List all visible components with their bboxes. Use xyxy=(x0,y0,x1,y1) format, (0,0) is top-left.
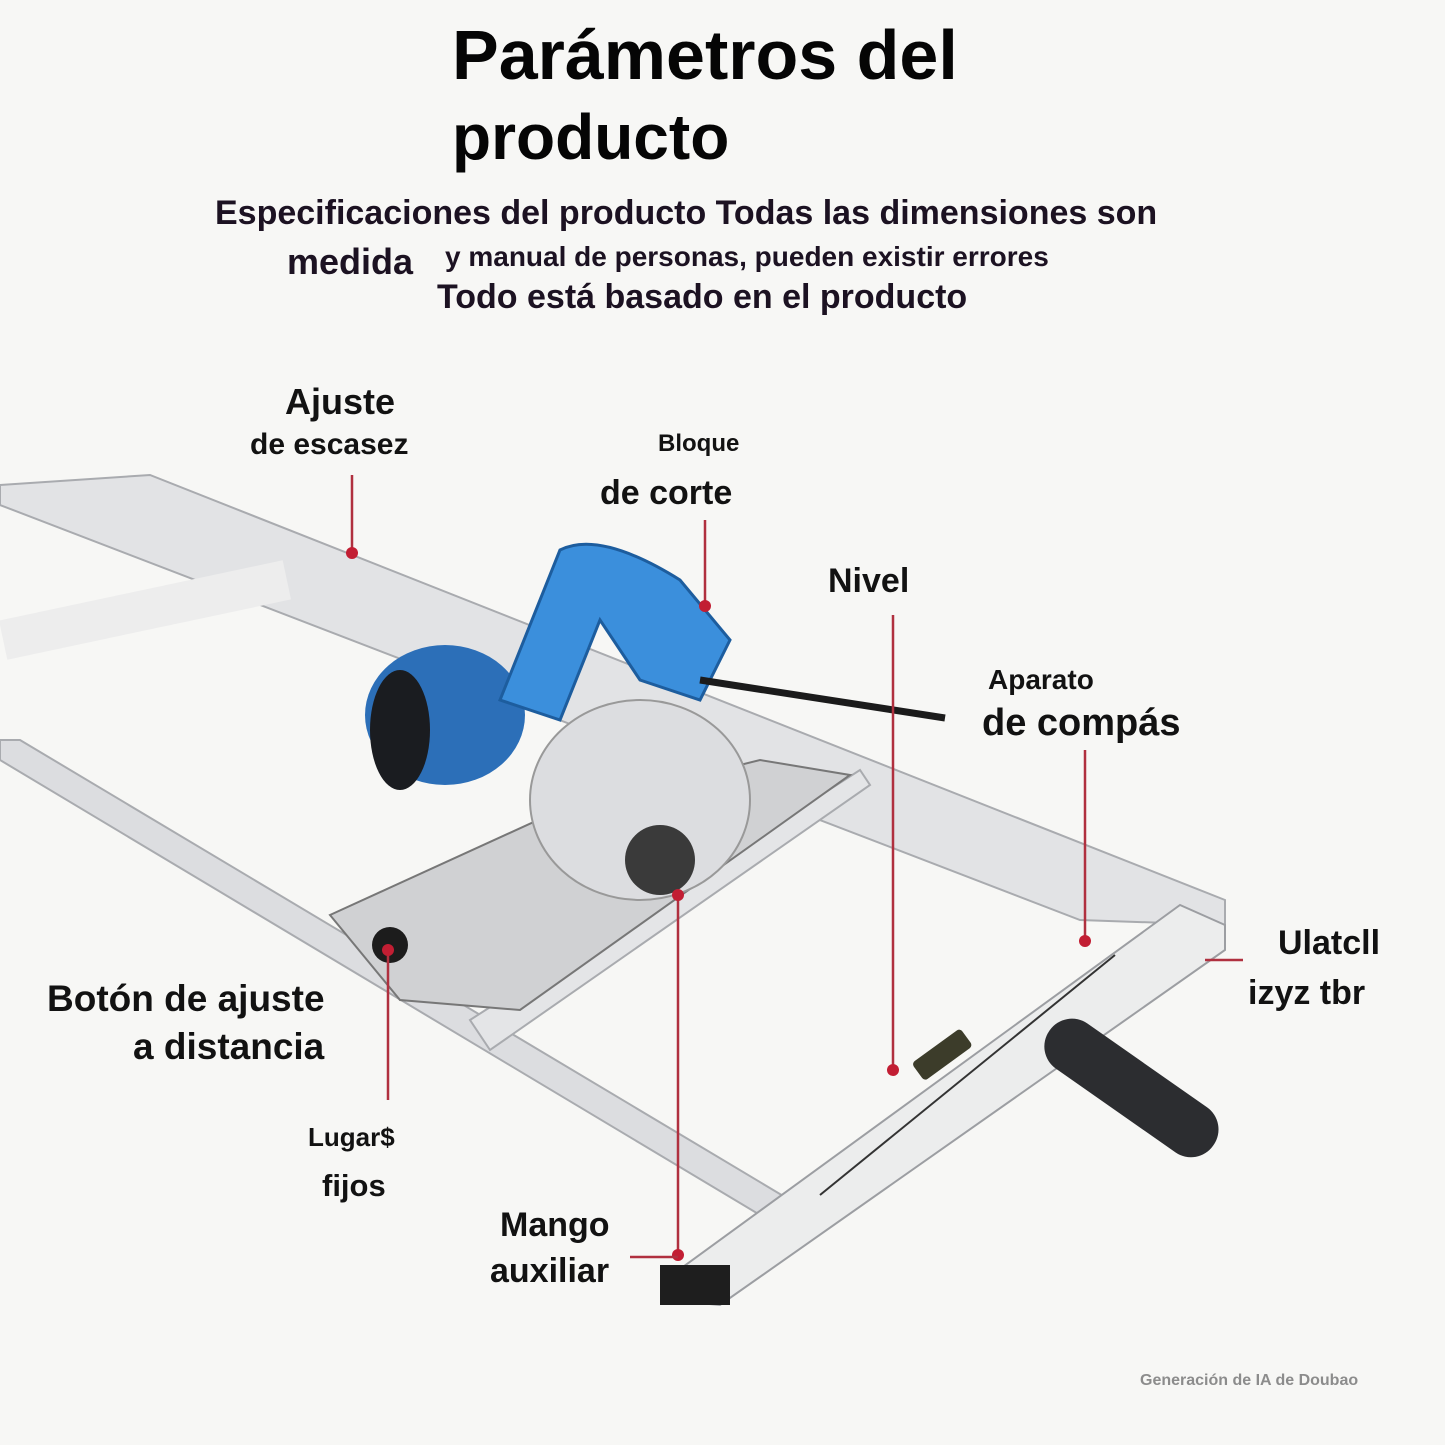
end-stop xyxy=(660,1265,730,1305)
subtitle-line1: Especificaciones del producto Todas las … xyxy=(215,194,1158,232)
circular-saw xyxy=(328,542,946,1012)
label-boton-1: Botón de ajuste xyxy=(47,978,325,1019)
label-bloque-1: Bloque xyxy=(658,430,740,457)
label-mango-2: auxiliar xyxy=(490,1252,610,1290)
label-ajuste-1: Ajuste xyxy=(285,381,396,422)
watermark: Generación de IA de Doubao xyxy=(1140,1372,1359,1389)
label-bloque-2: de corte xyxy=(600,474,733,512)
label-ajuste-2: de escasez xyxy=(250,428,409,461)
subtitle-line2a: medida xyxy=(287,241,414,282)
blade-nut xyxy=(625,825,695,895)
bubble-level xyxy=(913,1029,972,1080)
label-mango-1: Mango xyxy=(500,1206,610,1244)
label-boton-2: a distancia xyxy=(133,1026,325,1067)
leader-lines xyxy=(346,475,1243,1261)
subtitle-line3: Todo está basado en el producto xyxy=(437,278,968,316)
ruler-top xyxy=(0,560,291,660)
label-aparato-1: Aparato xyxy=(988,664,1094,695)
guide-frame xyxy=(0,473,1226,1307)
ruler-scale xyxy=(819,954,1116,1196)
motor-cap xyxy=(370,670,430,790)
label-lugares-1: Lugar$ xyxy=(308,1122,395,1152)
page-title-line2: producto xyxy=(452,101,730,173)
auxiliary-handle xyxy=(1044,1018,1219,1158)
label-aparato-2: de compás xyxy=(982,702,1181,744)
subtitle-line2b: y manual de personas, pueden existir err… xyxy=(445,241,1049,272)
depth-rod xyxy=(699,676,946,722)
label-nivel: Nivel xyxy=(828,562,910,600)
label-ulatcll-2: izyz tbr xyxy=(1248,974,1366,1012)
blade-guard xyxy=(529,699,751,901)
label-lugares-2: fijos xyxy=(322,1168,386,1203)
saw-handle xyxy=(498,542,732,722)
label-ulatcll-1: Ulatcll xyxy=(1278,924,1381,962)
page-title-line1: Parámetros del xyxy=(452,16,958,94)
